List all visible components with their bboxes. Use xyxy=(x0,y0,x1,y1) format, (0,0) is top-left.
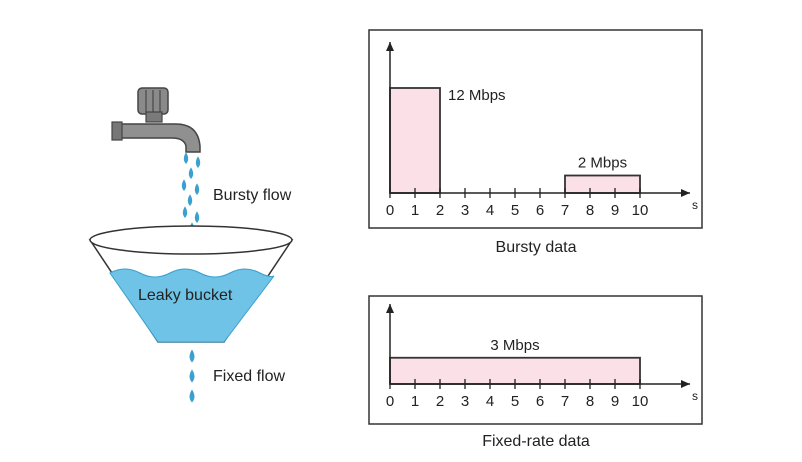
water-drop-icon xyxy=(188,167,194,179)
fixed-flow-label: Fixed flow xyxy=(213,368,285,385)
fixed-rate-data-title: Fixed-rate data xyxy=(482,433,590,450)
x-tick-label: 3 xyxy=(461,202,469,219)
rate-bar-label: 3 Mbps xyxy=(490,337,539,354)
x-tick-label: 2 xyxy=(436,202,444,219)
x-tick-label: 8 xyxy=(586,393,594,410)
x-tick-label: 5 xyxy=(511,393,519,410)
x-tick-label: 6 xyxy=(536,393,544,410)
x-tick-label: 6 xyxy=(536,202,544,219)
bursty-flow-drops xyxy=(181,152,201,234)
water-drop-icon xyxy=(189,349,195,363)
x-tick-label: 9 xyxy=(611,202,619,219)
water-drop-icon xyxy=(195,156,201,168)
x-tick-label: 7 xyxy=(561,393,569,410)
y-axis-arrow-icon xyxy=(386,304,394,313)
leaky-bucket-label: Leaky bucket xyxy=(138,287,233,304)
faucet-icon xyxy=(111,87,201,153)
x-tick-label: 1 xyxy=(411,393,419,410)
rate-bar-label: 12 Mbps xyxy=(448,87,506,104)
rate-bar-label: 2 Mbps xyxy=(578,155,627,172)
water-drop-icon xyxy=(189,369,195,383)
x-axis-arrow-icon xyxy=(681,189,690,197)
leaky-bucket-icon xyxy=(88,225,294,343)
bursty-data-title: Bursty data xyxy=(496,239,577,256)
x-tick-label: 5 xyxy=(511,202,519,219)
water-drop-icon xyxy=(182,206,188,218)
x-tick-label: 10 xyxy=(632,202,649,219)
x-tick-label: 0 xyxy=(386,393,394,410)
rate-bar xyxy=(564,174,641,194)
water-drop-icon xyxy=(181,179,187,191)
x-tick-label: 8 xyxy=(586,202,594,219)
x-tick-label: 1 xyxy=(411,202,419,219)
rate-bar xyxy=(389,87,441,194)
x-axis-unit-label: s xyxy=(692,389,698,403)
y-axis-arrow-icon xyxy=(386,42,394,51)
x-tick-label: 4 xyxy=(486,393,494,410)
fixed-flow-drops xyxy=(189,349,195,403)
x-tick-label: 0 xyxy=(386,202,394,219)
x-tick-label: 2 xyxy=(436,393,444,410)
water-drop-icon xyxy=(194,211,200,223)
water-drop-icon xyxy=(194,183,200,195)
x-tick-label: 4 xyxy=(486,202,494,219)
x-tick-label: 10 xyxy=(632,393,649,410)
bursty-flow-label: Bursty flow xyxy=(213,187,292,204)
x-tick-label: 3 xyxy=(461,393,469,410)
water-drop-icon xyxy=(187,194,193,206)
water-drop-icon xyxy=(183,152,189,164)
water-drop-icon xyxy=(189,389,195,403)
x-tick-label: 7 xyxy=(561,202,569,219)
x-axis-arrow-icon xyxy=(681,380,690,388)
x-axis-unit-label: s xyxy=(692,198,698,212)
x-tick-label: 9 xyxy=(611,393,619,410)
